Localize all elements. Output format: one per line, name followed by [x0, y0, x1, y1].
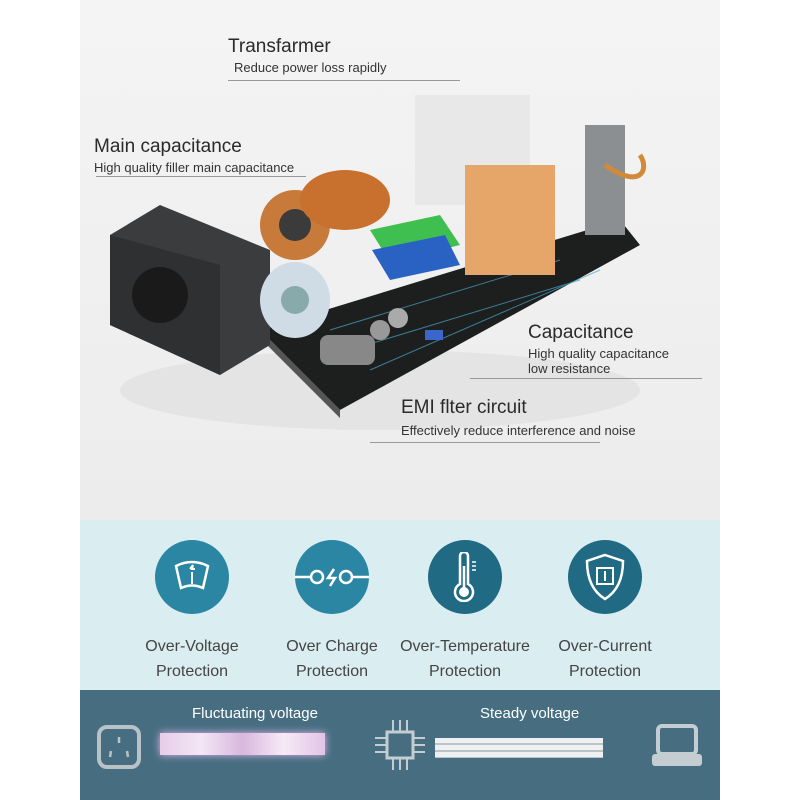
shield-chip-icon [568, 540, 642, 614]
callout-transformer: Transfarmer Reduce power loss rapidly [228, 36, 386, 75]
feature-label: Protection [295, 663, 369, 680]
callout-subtitle: Reduce power loss rapidly [234, 60, 387, 75]
steady-voltage-label: Steady voltage [480, 705, 580, 722]
thermometer-icon [428, 540, 502, 614]
feature-label: Over-Temperature [400, 638, 530, 655]
laptop-icon [652, 724, 702, 766]
chip-icon [375, 720, 425, 770]
callout-subtitle: Effectively reduce interference and nois… [401, 423, 636, 438]
voltage-strip: Fluctuating voltage Steady voltage [80, 690, 720, 800]
feature-label: Over Charge [286, 638, 378, 655]
feature-label: Protection [155, 663, 229, 680]
bolt-circuit-icon [295, 540, 369, 614]
callout-subtitle: High quality capacitance [528, 346, 669, 361]
callout-subtitle: low resistance [528, 361, 611, 376]
callout-capacitance: Capacitance High quality capacitance low… [528, 322, 669, 376]
callout-title: Main capacitance [94, 136, 242, 157]
steady-voltage-bar [435, 738, 603, 758]
feature-label: Over-Voltage [145, 638, 239, 655]
fluctuating-voltage-label: Fluctuating voltage [192, 705, 318, 722]
feature-label: Over-Current [558, 638, 652, 655]
fluctuating-voltage-bar [160, 733, 325, 755]
callout-emi-filter: EMI flter circuit Effectively reduce int… [401, 397, 636, 438]
product-infographic: Transfarmer Reduce power loss rapidly Ma… [80, 0, 720, 800]
feature-label: Protection [568, 663, 642, 680]
pcb-board-illustration [110, 95, 647, 430]
callout-title: Transfarmer [228, 36, 331, 57]
pcb-section: Transfarmer Reduce power loss rapidly Ma… [80, 0, 720, 520]
callout-subtitle: High quality filler main capacitance [94, 160, 295, 175]
callout-title: Capacitance [528, 322, 634, 343]
gauge-icon [155, 540, 229, 614]
callout-main-capacitance: Main capacitance High quality filler mai… [94, 136, 294, 175]
feature-label: Protection [428, 663, 502, 680]
outlet-icon [97, 725, 141, 769]
callout-title: EMI flter circuit [401, 397, 527, 418]
